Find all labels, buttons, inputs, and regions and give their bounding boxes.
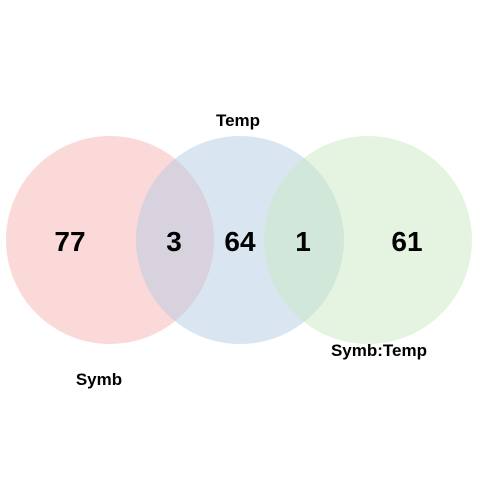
count-symb-and-temp: 3 bbox=[166, 226, 182, 257]
count-temp-only: 64 bbox=[224, 226, 256, 257]
count-temp-and-symb-temp: 1 bbox=[295, 226, 311, 257]
set-label-temp: Temp bbox=[216, 111, 260, 130]
count-symb-only: 77 bbox=[54, 226, 85, 257]
count-symb-temp-only: 61 bbox=[391, 226, 422, 257]
set-label-symb: Symb bbox=[76, 370, 122, 389]
set-circle-symb-temp bbox=[264, 136, 472, 344]
set-label-symb-temp: Symb:Temp bbox=[331, 341, 427, 360]
